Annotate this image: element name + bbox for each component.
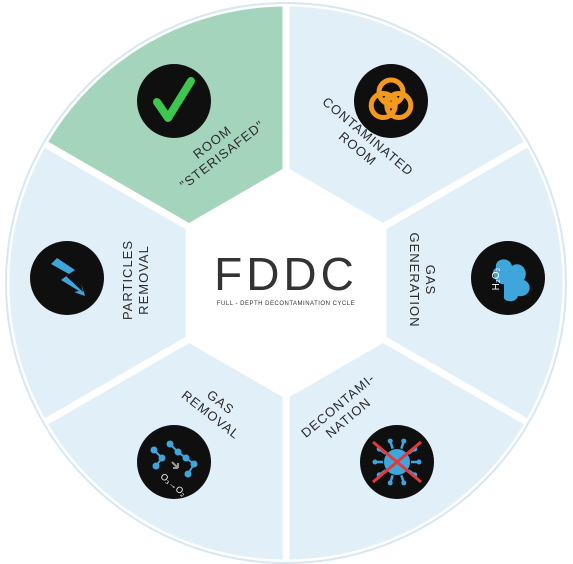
icon-circle xyxy=(137,425,211,499)
cloud-h2o2-icon: H₂O₂ xyxy=(471,241,545,315)
molecule-atom xyxy=(152,462,160,470)
molecule-atom xyxy=(166,440,174,448)
virus-spike-tip xyxy=(372,459,378,465)
cycle-subtitle: FULL - DEPTH DECONTAMINATION CYCLE xyxy=(217,301,355,307)
biohazard-icon xyxy=(354,64,428,138)
label-line: GENERATION xyxy=(407,233,422,328)
h2o2-label: H₂O₂ xyxy=(491,268,502,291)
arrow-shape xyxy=(171,461,179,469)
checkmark-icon xyxy=(137,64,211,138)
molecule-atom xyxy=(182,454,190,462)
label-gas-generation: GASGENERATION xyxy=(407,233,438,328)
label-line: PARTICLES xyxy=(120,240,135,320)
virus-spike-tip xyxy=(401,480,407,486)
virus-spike-tip xyxy=(387,480,393,486)
lightning-icon xyxy=(30,241,104,315)
crossed-virus-icon xyxy=(360,425,434,499)
virus-spike-tip xyxy=(416,459,422,465)
molecule-atom xyxy=(158,454,166,462)
label-particles-removal: PARTICLESREMOVAL xyxy=(120,240,151,320)
center-hub: FDDC FULL - DEPTH DECONTAMINATION CYCLE xyxy=(186,167,386,399)
label-line: REMOVAL xyxy=(136,245,151,315)
label-line: GAS xyxy=(423,265,438,295)
icons: H₂O₂ O₃→O₂ xyxy=(30,64,545,499)
molecule-atom xyxy=(174,448,182,456)
icon-circle xyxy=(354,64,428,138)
center-hexagon xyxy=(186,167,386,399)
check-stroke xyxy=(153,77,195,122)
virus-spike-tip xyxy=(387,438,393,444)
biohazard-core xyxy=(383,93,399,109)
molecule-atom xyxy=(190,460,198,468)
virus-spike-tip xyxy=(401,438,407,444)
bolt-shape xyxy=(51,258,85,296)
outer-rim xyxy=(5,2,567,564)
molecule-icon: O₃→O₂ xyxy=(137,425,211,499)
cycle-title: FDDC xyxy=(214,248,358,300)
cross-line-b xyxy=(372,440,422,484)
cloud-shape xyxy=(493,259,530,302)
molecule-atom xyxy=(184,470,192,478)
molecule-atom xyxy=(150,446,158,454)
